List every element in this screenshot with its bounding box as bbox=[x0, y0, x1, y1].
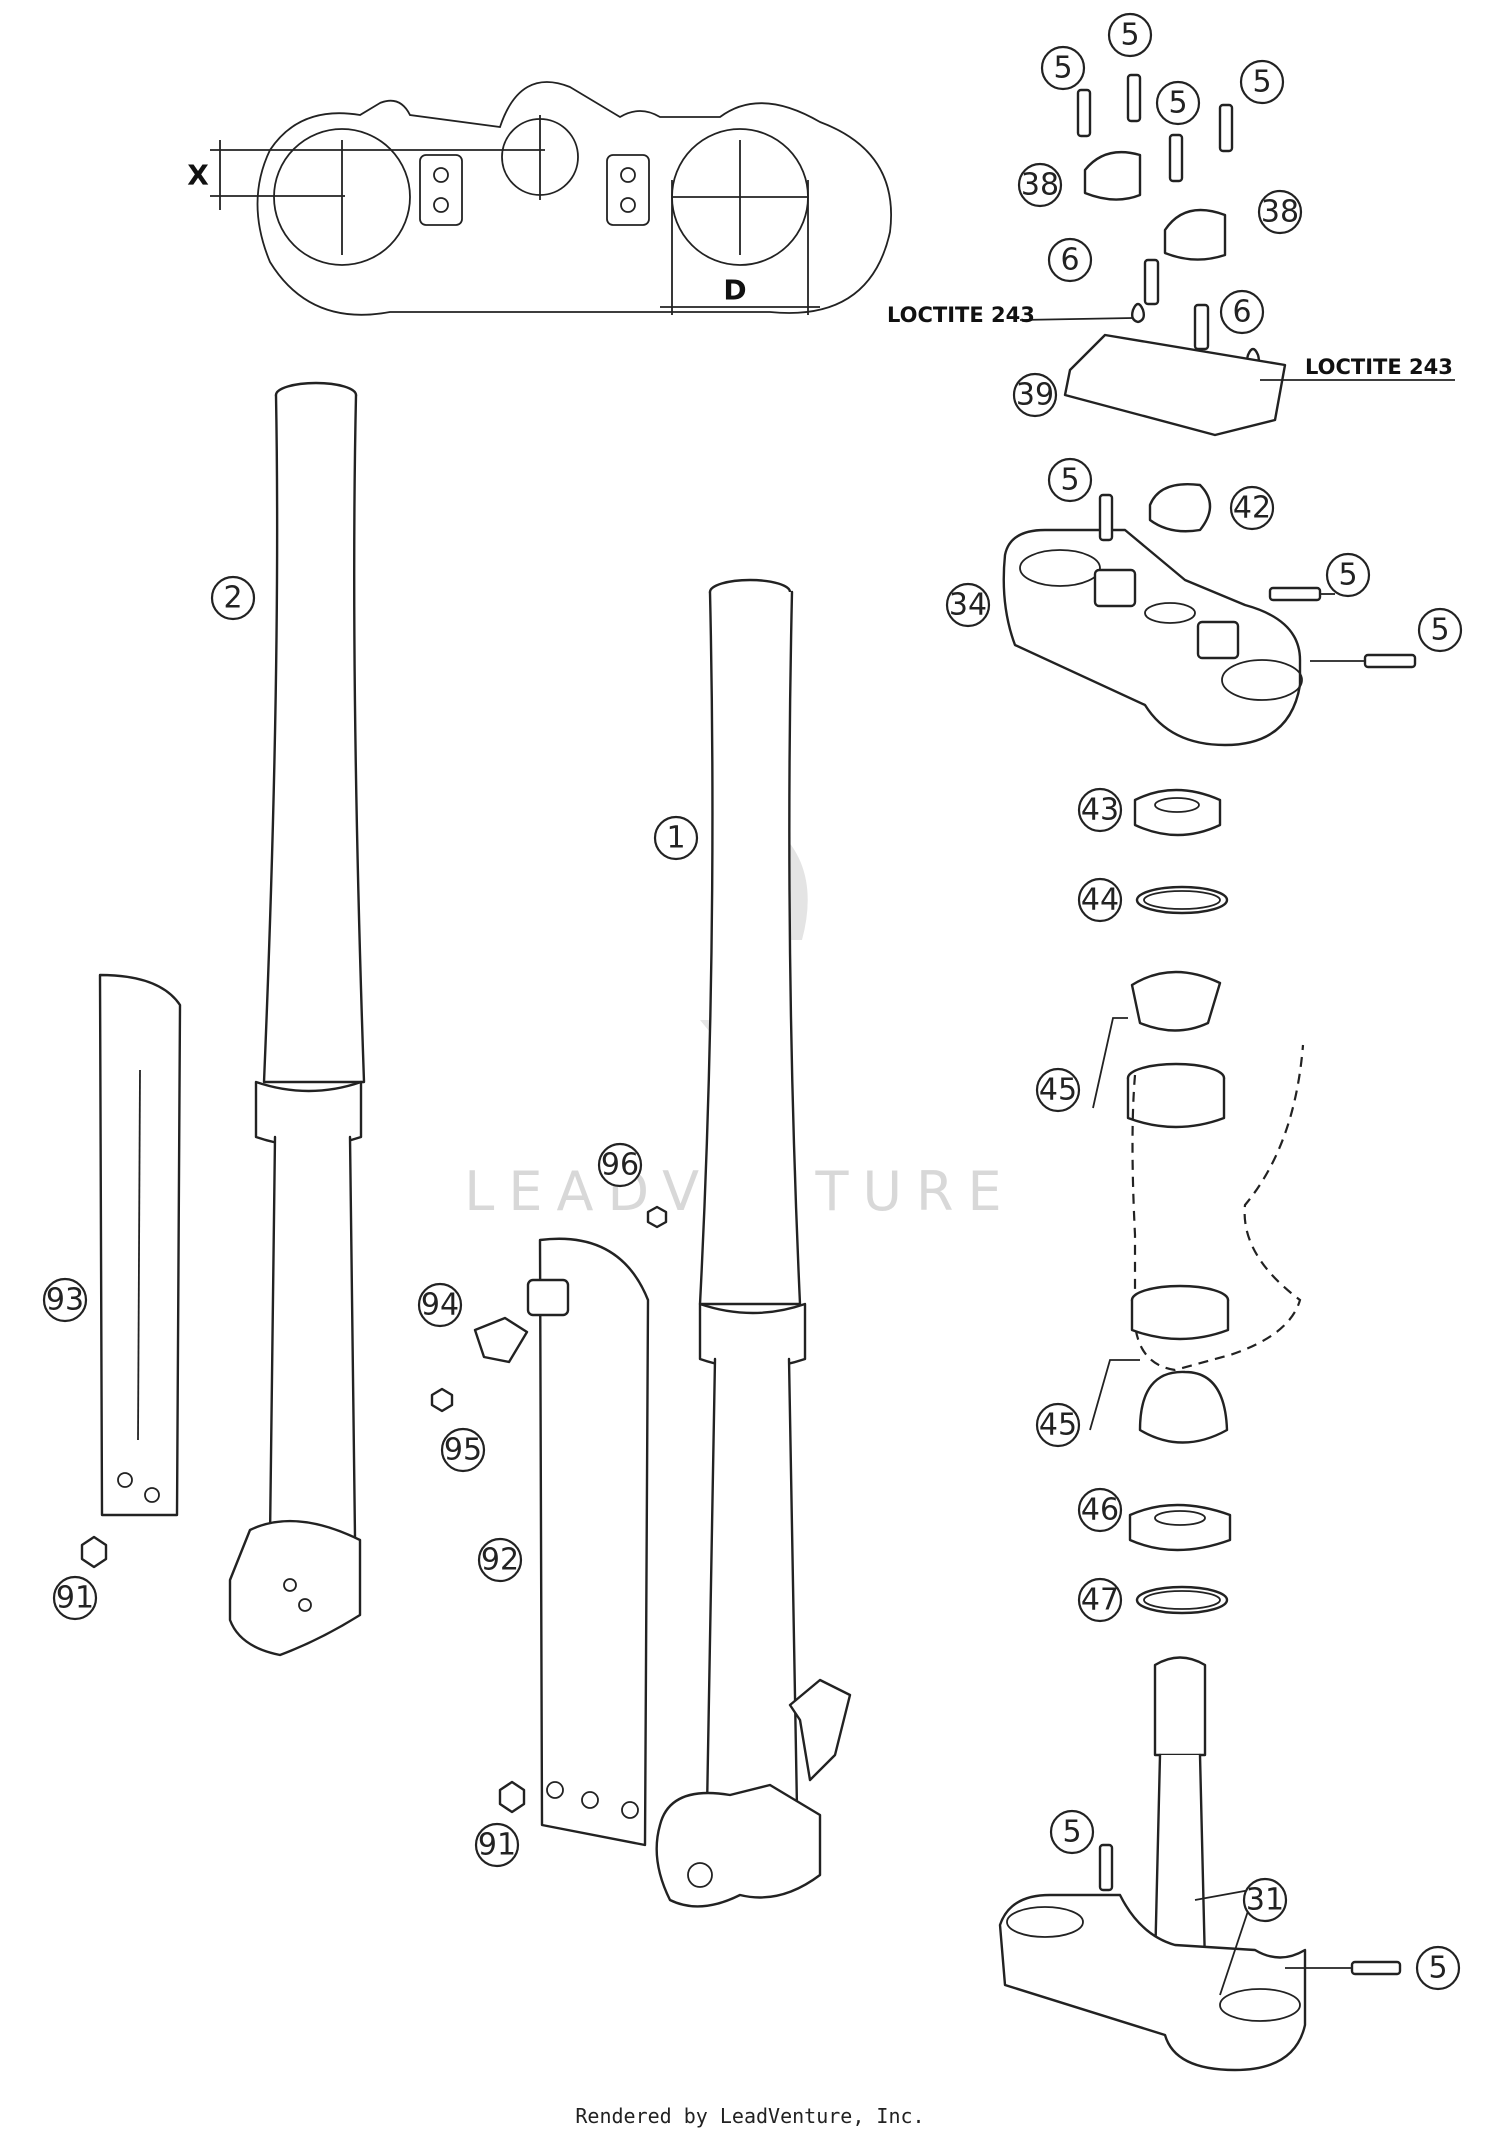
callout-5: 5 bbox=[1155, 80, 1201, 126]
callout-5: 5 bbox=[1049, 1809, 1095, 1855]
svg-text:91: 91 bbox=[478, 1828, 516, 1863]
callout-91: 91 bbox=[474, 1822, 520, 1868]
svg-text:45: 45 bbox=[1039, 1073, 1077, 1108]
loctite-label-right: LOCTITE 243 bbox=[1305, 355, 1453, 379]
callout-42: 42 bbox=[1229, 485, 1275, 531]
svg-text:91: 91 bbox=[56, 1581, 94, 1616]
handlebar-clamp-assembly: LOCTITE 243 LOCTITE 243 bbox=[887, 73, 1455, 437]
svg-text:94: 94 bbox=[421, 1288, 459, 1323]
callout-31: 31 bbox=[1242, 1877, 1288, 1923]
svg-text:2: 2 bbox=[223, 581, 242, 616]
callout-1: 1 bbox=[653, 815, 699, 861]
callout-6: 6 bbox=[1047, 237, 1093, 283]
callout-5: 5 bbox=[1415, 1945, 1461, 1991]
svg-text:34: 34 bbox=[949, 588, 987, 623]
callout-92: 92 bbox=[477, 1537, 523, 1583]
callout-45: 45 bbox=[1035, 1067, 1081, 1113]
callouts: 5 5 5 5 38 38 6 6 39 5 42 5 34 5 2 1 43 … bbox=[42, 12, 1463, 1991]
callout-45: 45 bbox=[1035, 1402, 1081, 1448]
svg-text:38: 38 bbox=[1261, 195, 1299, 230]
callout-5: 5 bbox=[1040, 45, 1086, 91]
svg-text:5: 5 bbox=[1060, 463, 1079, 498]
lower-triple-clamp bbox=[998, 1656, 1402, 2072]
callout-38: 38 bbox=[1017, 162, 1063, 208]
callout-95: 95 bbox=[440, 1427, 486, 1473]
svg-text:5: 5 bbox=[1428, 1951, 1447, 1986]
callout-6: 6 bbox=[1219, 289, 1265, 335]
svg-text:1: 1 bbox=[666, 821, 685, 856]
loctite-label-left: LOCTITE 243 bbox=[887, 303, 1035, 327]
fork-guard-right bbox=[430, 1205, 668, 1847]
callout-39: 39 bbox=[1012, 372, 1058, 418]
callout-38: 38 bbox=[1257, 189, 1303, 235]
callout-44: 44 bbox=[1077, 877, 1123, 923]
svg-text:43: 43 bbox=[1081, 793, 1119, 828]
svg-text:96: 96 bbox=[601, 1148, 639, 1183]
callout-96: 96 bbox=[597, 1142, 643, 1188]
callout-5: 5 bbox=[1325, 552, 1371, 598]
svg-text:45: 45 bbox=[1039, 1408, 1077, 1443]
svg-text:6: 6 bbox=[1060, 243, 1079, 278]
svg-text:5: 5 bbox=[1053, 51, 1072, 86]
fork-leg-right bbox=[655, 578, 852, 1908]
fork-guard-left bbox=[80, 973, 182, 1569]
callout-43: 43 bbox=[1077, 787, 1123, 833]
callout-5: 5 bbox=[1239, 59, 1285, 105]
footer-credit: Rendered by LeadVenture, Inc. bbox=[575, 2104, 925, 2128]
svg-text:47: 47 bbox=[1081, 1583, 1119, 1618]
svg-text:5: 5 bbox=[1168, 86, 1187, 121]
fork-leg-left bbox=[228, 381, 366, 1657]
upper-triple-clamp bbox=[1002, 483, 1417, 747]
svg-text:42: 42 bbox=[1233, 491, 1271, 526]
triple-clamp-dimension-view: X D bbox=[187, 81, 892, 316]
bearings-and-seals bbox=[1089, 788, 1305, 1615]
svg-text:46: 46 bbox=[1081, 1493, 1119, 1528]
svg-text:93: 93 bbox=[46, 1283, 84, 1318]
callout-47: 47 bbox=[1077, 1577, 1123, 1623]
svg-text:6: 6 bbox=[1232, 295, 1251, 330]
svg-text:95: 95 bbox=[444, 1433, 482, 1468]
svg-text:39: 39 bbox=[1016, 378, 1054, 413]
callout-46: 46 bbox=[1077, 1487, 1123, 1533]
callout-91: 91 bbox=[52, 1575, 98, 1621]
svg-text:5: 5 bbox=[1430, 613, 1449, 648]
callout-93: 93 bbox=[42, 1277, 88, 1323]
dimension-d-label: D bbox=[723, 274, 746, 307]
svg-text:44: 44 bbox=[1081, 883, 1119, 918]
callout-34: 34 bbox=[945, 582, 991, 628]
callout-5: 5 bbox=[1417, 607, 1463, 653]
svg-text:31: 31 bbox=[1246, 1883, 1284, 1918]
callout-2: 2 bbox=[210, 575, 256, 621]
callout-94: 94 bbox=[417, 1282, 463, 1328]
dimension-x-label: X bbox=[187, 159, 209, 192]
svg-text:5: 5 bbox=[1120, 18, 1139, 53]
svg-text:5: 5 bbox=[1062, 1815, 1081, 1850]
svg-text:5: 5 bbox=[1252, 65, 1271, 100]
svg-text:5: 5 bbox=[1338, 558, 1357, 593]
callout-5: 5 bbox=[1107, 12, 1153, 58]
svg-text:92: 92 bbox=[481, 1543, 519, 1578]
svg-text:38: 38 bbox=[1021, 168, 1059, 203]
callout-5: 5 bbox=[1047, 457, 1093, 503]
